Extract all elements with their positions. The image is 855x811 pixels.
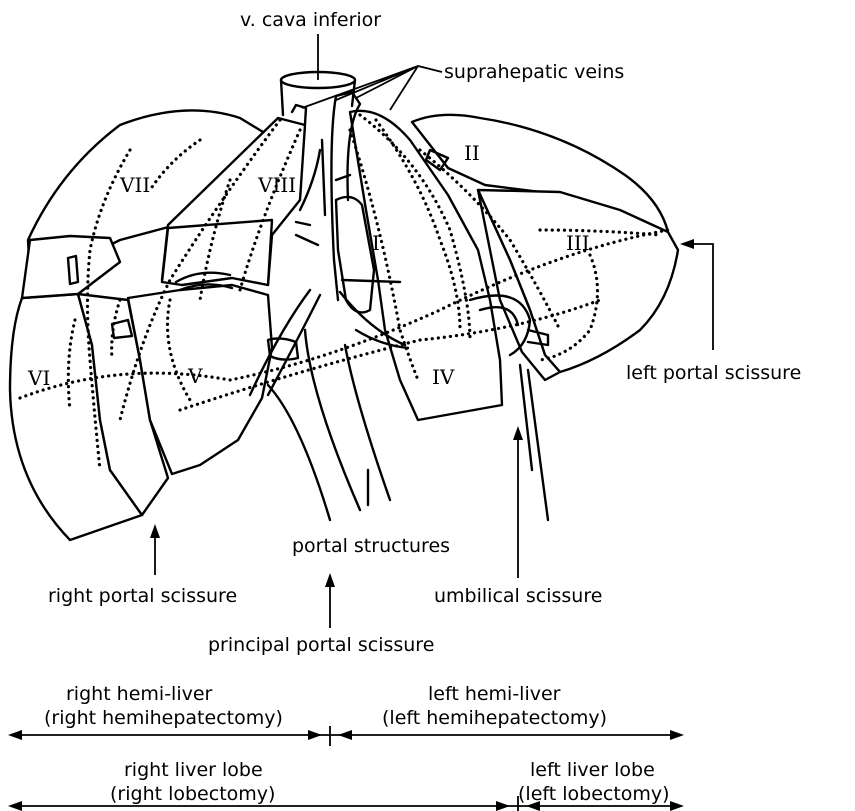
label-left-liver-lobe: left liver lobe	[530, 759, 655, 781]
umbilical-arrowhead	[513, 426, 523, 440]
resection-extents: right hemi-liver (right hemihepatectomy)…	[8, 683, 684, 811]
label-umbilical-scissure: umbilical scissure	[434, 585, 602, 607]
principal-portal-arrowhead	[325, 573, 335, 587]
label-right-hemihepatectomy: (right hemihepatectomy)	[44, 707, 283, 729]
label-right-hemi-liver: right hemi-liver	[66, 683, 213, 705]
label-right-liver-lobe: right liver lobe	[124, 759, 263, 781]
segment-label-vii: VII	[119, 173, 150, 197]
lobe-arrowhead-right	[670, 801, 684, 811]
label-left-hemihepatectomy: (left hemihepatectomy)	[382, 707, 607, 729]
label-portal-structures: portal structures	[292, 535, 450, 557]
segment-label-vi: VI	[27, 366, 50, 390]
label-left-hemi-liver: left hemi-liver	[428, 683, 561, 705]
left-portal-leader	[690, 244, 713, 350]
segment-label-iv: IV	[432, 365, 455, 389]
hemi-liver-arrowhead-left	[8, 730, 22, 740]
hemi-liver-arrowhead-right	[670, 730, 684, 740]
label-left-portal-scissure: left portal scissure	[626, 362, 801, 384]
segment-label-viii: VIII	[257, 173, 296, 197]
hemi-liver-arrowhead-mid-right	[338, 730, 352, 740]
segment-label-i: I	[372, 231, 380, 255]
segment-viii-front-face	[162, 220, 272, 285]
segment-label-ii: II	[464, 141, 480, 165]
label-principal-portal-scissure: principal portal scissure	[208, 634, 434, 656]
right-portal-arrowhead	[150, 524, 160, 538]
label-left-lobectomy: (left lobectomy)	[518, 783, 670, 805]
label-suprahepatic-veins: suprahepatic veins	[444, 61, 624, 83]
label-right-portal-scissure: right portal scissure	[48, 585, 237, 607]
left-portal-arrowhead	[680, 239, 694, 249]
hemi-liver-arrowhead-mid-left	[308, 730, 322, 740]
umbilical-fissure-lines	[520, 365, 548, 520]
label-right-lobectomy: (right lobectomy)	[110, 783, 275, 805]
lobe-arrowhead-mid-left	[496, 801, 510, 811]
label-vena-cava: v. cava inferior	[240, 9, 381, 31]
segment-vii-front-face	[22, 236, 120, 298]
lobe-arrowhead-left	[8, 801, 22, 811]
segment-label-v: V	[187, 364, 203, 388]
liver-illustration: I II III IV V VI VII VIII	[10, 34, 678, 540]
segment-label-iii: III	[566, 231, 590, 255]
